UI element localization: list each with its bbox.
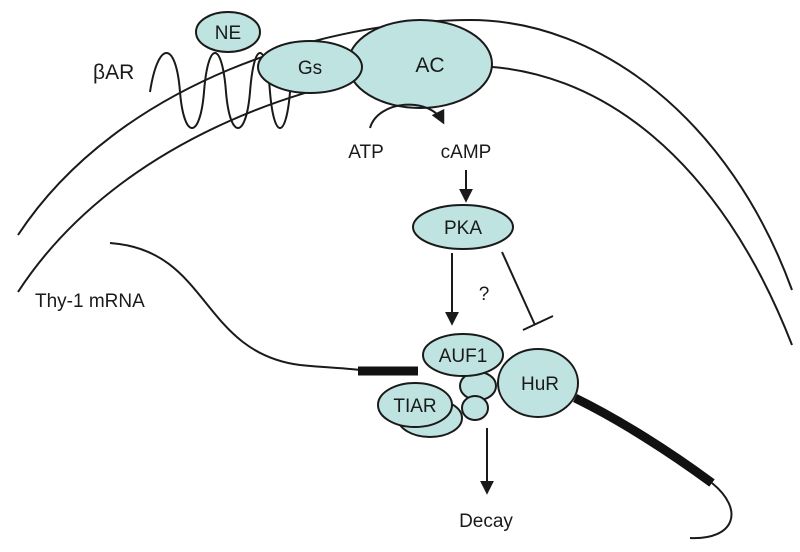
tiar-label: TIAR [393,396,436,417]
camp-label: cAMP [441,142,492,163]
mrna-label: Thy-1 mRNA [35,291,145,312]
atp-to-camp-arrow [369,103,445,129]
hur-molecule [497,348,579,418]
beta-adrenergic-receptor [149,47,303,129]
auf1-label: AUF1 [439,346,488,367]
mrna-3utr-segment [573,393,715,487]
atp-label: ATP [348,142,384,163]
receptor-label: βAR [93,61,134,84]
mrna-strand-3prime [689,482,733,540]
gs-molecule [257,40,363,94]
cell-membrane-outer [17,18,793,291]
decay-label: Decay [459,511,513,532]
rnp-complex [377,333,579,438]
hur-label: HuR [521,374,559,395]
inhibition-bar [522,315,554,331]
mrna-strand-5prime [109,242,361,371]
ne-molecule [195,11,261,53]
small-subunit-b [461,395,489,421]
ne-label: NE [215,23,241,44]
auf1-molecule [422,333,504,377]
pka-molecule [412,204,514,250]
tiar-molecule [377,382,453,428]
pka-label: PKA [444,218,482,239]
question-mark: ? [479,284,490,305]
pka-inhibits-hur-line [501,251,536,326]
gs-label: Gs [298,58,322,79]
ac-label: AC [415,54,444,77]
